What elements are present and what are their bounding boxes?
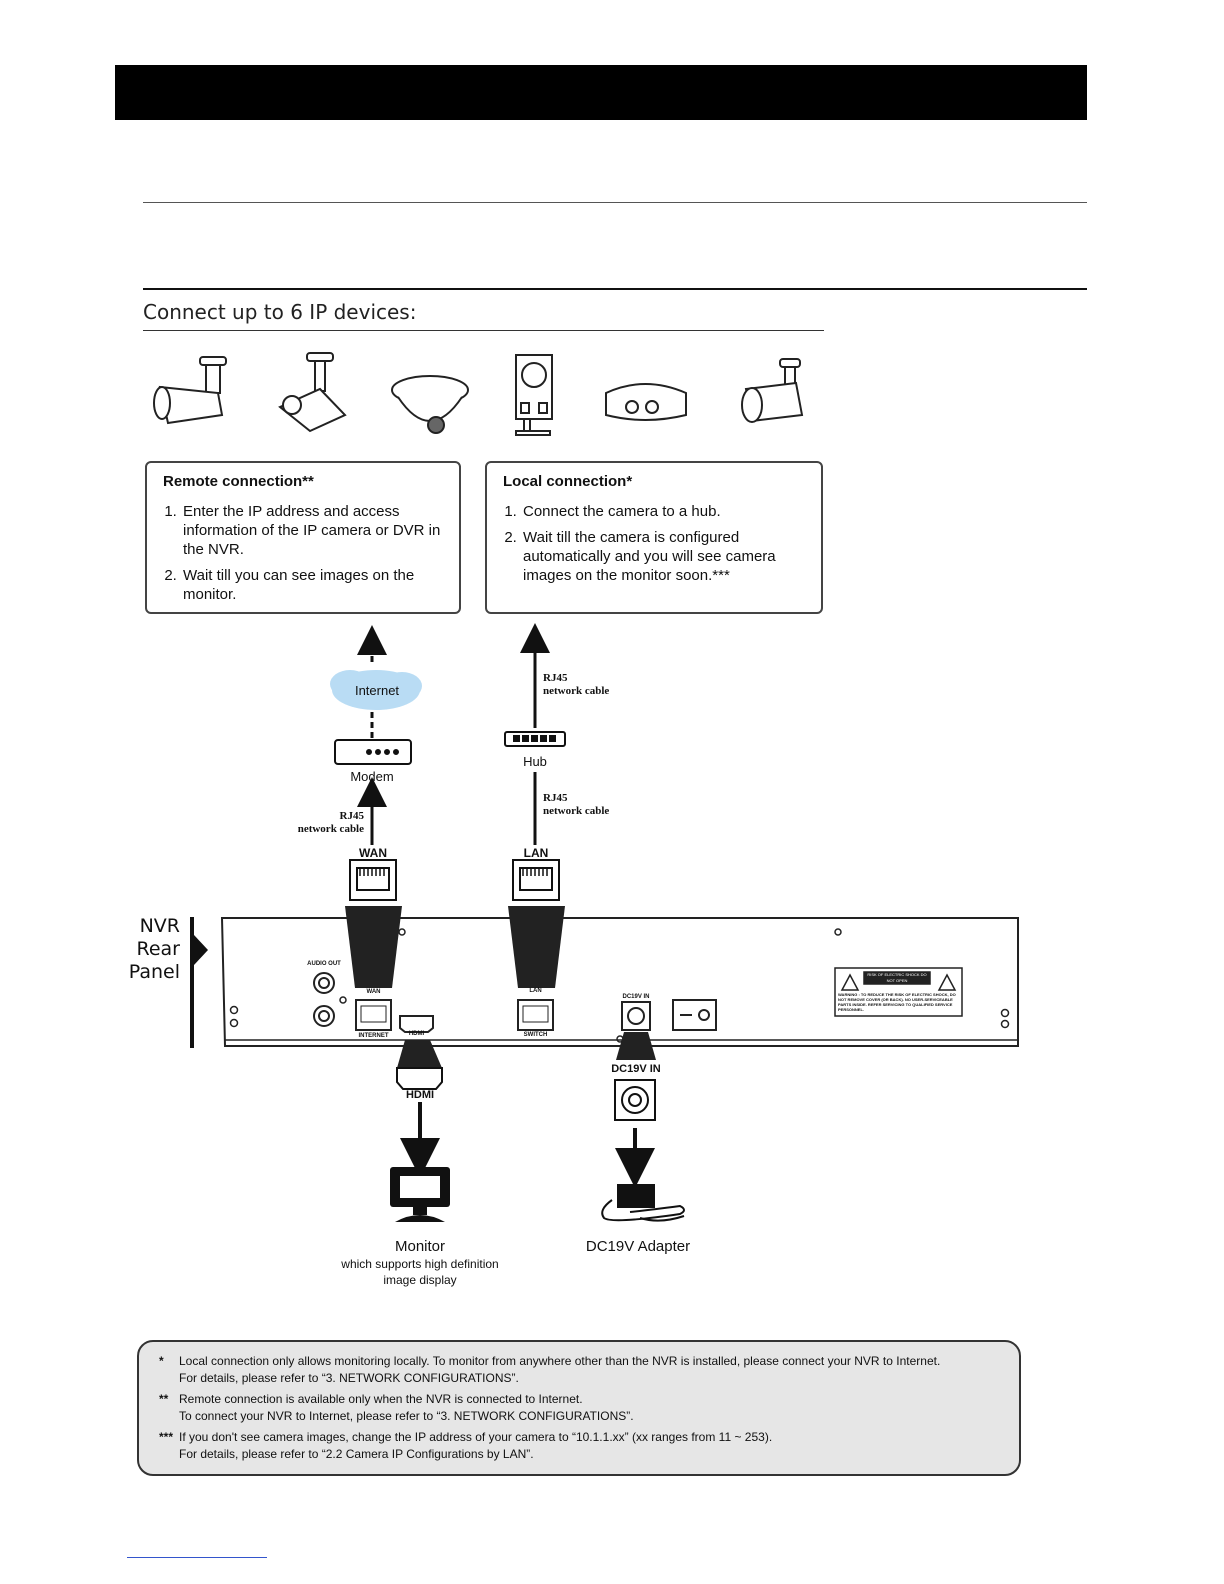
internet-label: Internet — [354, 683, 400, 698]
warning-body-text: WARNING : TO REDUCE THE RISK OF ELECTRIC… — [838, 992, 956, 1012]
remote-step-1: Enter the IP address and access informat… — [181, 502, 443, 559]
local-connection-title: Local connection* — [503, 473, 633, 490]
section-subtitle: Connect up to 6 IP devices: — [143, 300, 417, 324]
camera-row — [153, 352, 804, 436]
rj45-label-hub: RJ45 network cable — [543, 672, 609, 698]
wan-port-enlarged-icon — [349, 859, 397, 901]
panel-pointer — [194, 935, 208, 965]
panel-lan-label: LAN — [529, 988, 542, 994]
hub-label: Hub — [523, 754, 547, 769]
monitor-desc-line1: which supports high definition — [341, 1257, 499, 1271]
local-steps: Connect the camera to a hub. Wait till t… — [503, 502, 805, 585]
rj45-label-wan: RJ45 network cable — [280, 810, 364, 836]
dc-beam — [616, 1032, 656, 1060]
local-step-2: Wait till the camera is configured autom… — [521, 528, 805, 585]
panel-wan-label: WAN — [366, 989, 381, 995]
rj45-label-hub-line2: network cable — [543, 685, 610, 697]
panel-hdmi-port-icon — [399, 1015, 434, 1033]
note-1-mark: * — [159, 1354, 164, 1368]
monitor-icon — [390, 1167, 450, 1222]
hdmi-beam — [397, 1040, 442, 1068]
panel-audio-out-label: AUDIO OUT — [307, 961, 341, 967]
monitor-label: Monitor — [394, 1238, 446, 1255]
panel-screws — [229, 928, 1010, 1043]
warning-head-text: RISK OF ELECTRIC SHOCK DO NOT OPEN — [867, 972, 927, 983]
note-3-line2: For details, please refer to “2.2 Camera… — [179, 1447, 534, 1461]
notes-box: * Local connection only allows monitorin… — [137, 1340, 1021, 1476]
hdmi-title: HDMI — [405, 1089, 435, 1101]
rj45-label-lan-line1: RJ45 — [543, 792, 568, 804]
cube-camera-icon — [515, 354, 553, 436]
remote-connection-box: Remote connection** Enter the IP address… — [145, 461, 461, 614]
bullet-camera-icon — [153, 356, 227, 425]
remote-steps: Enter the IP address and access informat… — [163, 502, 443, 604]
panel-internet-label: INTERNET — [358, 1033, 389, 1039]
note-2-text: Remote connection is available only when… — [179, 1391, 999, 1425]
lan-beam — [508, 906, 565, 988]
note-1-line1: Local connection only allows monitoring … — [179, 1354, 941, 1368]
divider-section — [143, 288, 1087, 290]
note-3: *** If you don't see camera images, chan… — [159, 1429, 999, 1463]
local-connection-box: Local connection* Connect the camera to … — [485, 461, 823, 614]
wan-title: WAN — [359, 846, 387, 860]
panel-wan-port-icon — [355, 999, 392, 1031]
header-bar — [115, 65, 1087, 120]
wan-beam — [345, 906, 402, 988]
audio-out-jacks-icon — [313, 972, 335, 1027]
panel-hdmi-label: HDMI — [408, 1031, 425, 1037]
note-1-line2: For details, please refer to “3. NETWORK… — [179, 1371, 519, 1385]
panel-dc-port-icon — [621, 1001, 651, 1031]
bullet-camera-2-icon — [741, 358, 804, 423]
rj45-label-wan-line1: RJ45 — [339, 810, 364, 822]
power-switch-icon — [672, 999, 717, 1031]
modem-icon — [334, 739, 412, 765]
rj45-label-hub-line1: RJ45 — [543, 672, 568, 684]
panel-lan-port-icon — [517, 999, 554, 1031]
nvr-label-line1: NVR — [139, 915, 180, 937]
nvr-label-line3: Panel — [128, 961, 180, 983]
lan-title: LAN — [523, 846, 549, 860]
note-1-text: Local connection only allows monitoring … — [179, 1353, 999, 1387]
note-2-mark: ** — [159, 1392, 169, 1406]
note-1: * Local connection only allows monitorin… — [159, 1353, 999, 1387]
hdmi-connector-icon — [396, 1067, 443, 1090]
panel-dc-in-label: DC19V IN — [622, 994, 650, 1000]
nvr-rear-panel-label: NVR Rear Panel — [118, 915, 180, 984]
note-3-line1: If you don't see camera images, change t… — [179, 1430, 773, 1444]
divider-top — [143, 202, 1087, 203]
rj45-label-wan-line2: network cable — [297, 823, 364, 835]
hub-icon — [504, 731, 566, 747]
rj45-label-lan-line2: network cable — [543, 805, 610, 817]
subtitle-underline — [143, 330, 824, 331]
remote-step-2: Wait till you can see images on the moni… — [181, 566, 443, 604]
dome-camera-icon — [391, 375, 469, 434]
adapter-label: DC19V Adapter — [585, 1238, 691, 1255]
note-3-mark: *** — [159, 1430, 174, 1444]
dc-in-title: DC19V IN — [611, 1063, 661, 1075]
footer-link-line — [127, 1557, 267, 1558]
vehicle-camera-icon — [605, 383, 687, 421]
note-3-text: If you don't see camera images, change t… — [179, 1429, 999, 1463]
modem-label: Modem — [350, 769, 394, 784]
box-camera-icon — [278, 352, 347, 433]
lan-port-enlarged-icon — [512, 859, 560, 901]
dc-adapter-icon — [601, 1184, 685, 1222]
monitor-desc-line2: image display — [383, 1273, 457, 1287]
rj45-label-lan: RJ45 network cable — [543, 792, 609, 818]
dc-connector-icon — [614, 1079, 656, 1121]
nvr-label-line2: Rear — [136, 938, 181, 960]
note-2: ** Remote connection is available only w… — [159, 1391, 999, 1425]
local-step-1: Connect the camera to a hub. — [521, 502, 805, 521]
remote-connection-title: Remote connection** — [163, 473, 314, 490]
note-2-line1: Remote connection is available only when… — [179, 1392, 583, 1406]
panel-switch-label: SWITCH — [523, 1032, 548, 1038]
note-2-line2: To connect your NVR to Internet, please … — [179, 1409, 634, 1423]
